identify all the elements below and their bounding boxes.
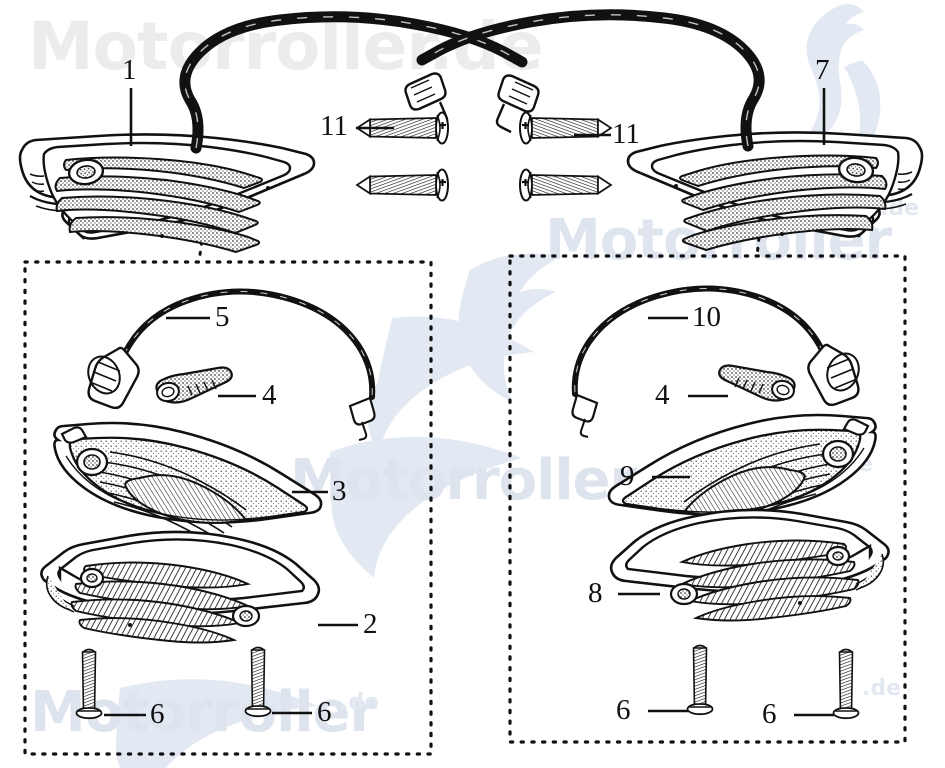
callout-number-8: 8 [588, 577, 603, 609]
callout-number-11a: 11 [320, 110, 348, 142]
connector-right [755, 226, 762, 258]
callout-number-6d: 6 [762, 698, 777, 730]
part-screw-11-c [518, 111, 613, 145]
group-box-right [508, 254, 907, 744]
callout-number-10: 10 [692, 301, 721, 333]
part-wiring-harness-left [87, 288, 376, 441]
part-screw-11-b [355, 168, 450, 202]
part-upper-cable-left [179, 11, 540, 154]
callout-number-9: 9 [620, 460, 635, 492]
part-lens-cover-left [18, 133, 316, 254]
callout-number-3: 3 [332, 475, 347, 507]
part-screw-11-d [518, 168, 613, 202]
part-wiring-harness-right [571, 285, 860, 438]
part-screw-6-b [244, 646, 272, 718]
callout-number-4b: 4 [655, 379, 670, 411]
callout-number-11b: 11 [612, 118, 640, 150]
part-bulb-right [718, 364, 797, 403]
callout-number-6c: 6 [616, 694, 631, 726]
callout-number-6a: 6 [150, 698, 165, 730]
callout-number-6b: 6 [317, 696, 332, 728]
part-screw-6-a [75, 648, 103, 720]
callout-number-1: 1 [122, 54, 137, 86]
callout-leader-lines [104, 88, 834, 717]
part-screw-6-d [832, 648, 860, 720]
part-lens-cover-right [626, 131, 924, 252]
callout-number-7: 7 [815, 54, 830, 86]
callout-number-2: 2 [363, 608, 378, 640]
group-box-left [23, 260, 433, 756]
part-indicator-housing-left [53, 421, 323, 545]
callout-number-4a: 4 [262, 379, 277, 411]
part-indicator-lens-left [40, 530, 321, 644]
part-bulb-left [154, 366, 233, 405]
part-upper-cable-right [404, 9, 765, 152]
part-indicator-housing-right [607, 413, 877, 537]
part-screw-6-c [686, 644, 714, 716]
callout-number-5: 5 [215, 301, 230, 333]
part-indicator-lens-right [609, 508, 890, 622]
